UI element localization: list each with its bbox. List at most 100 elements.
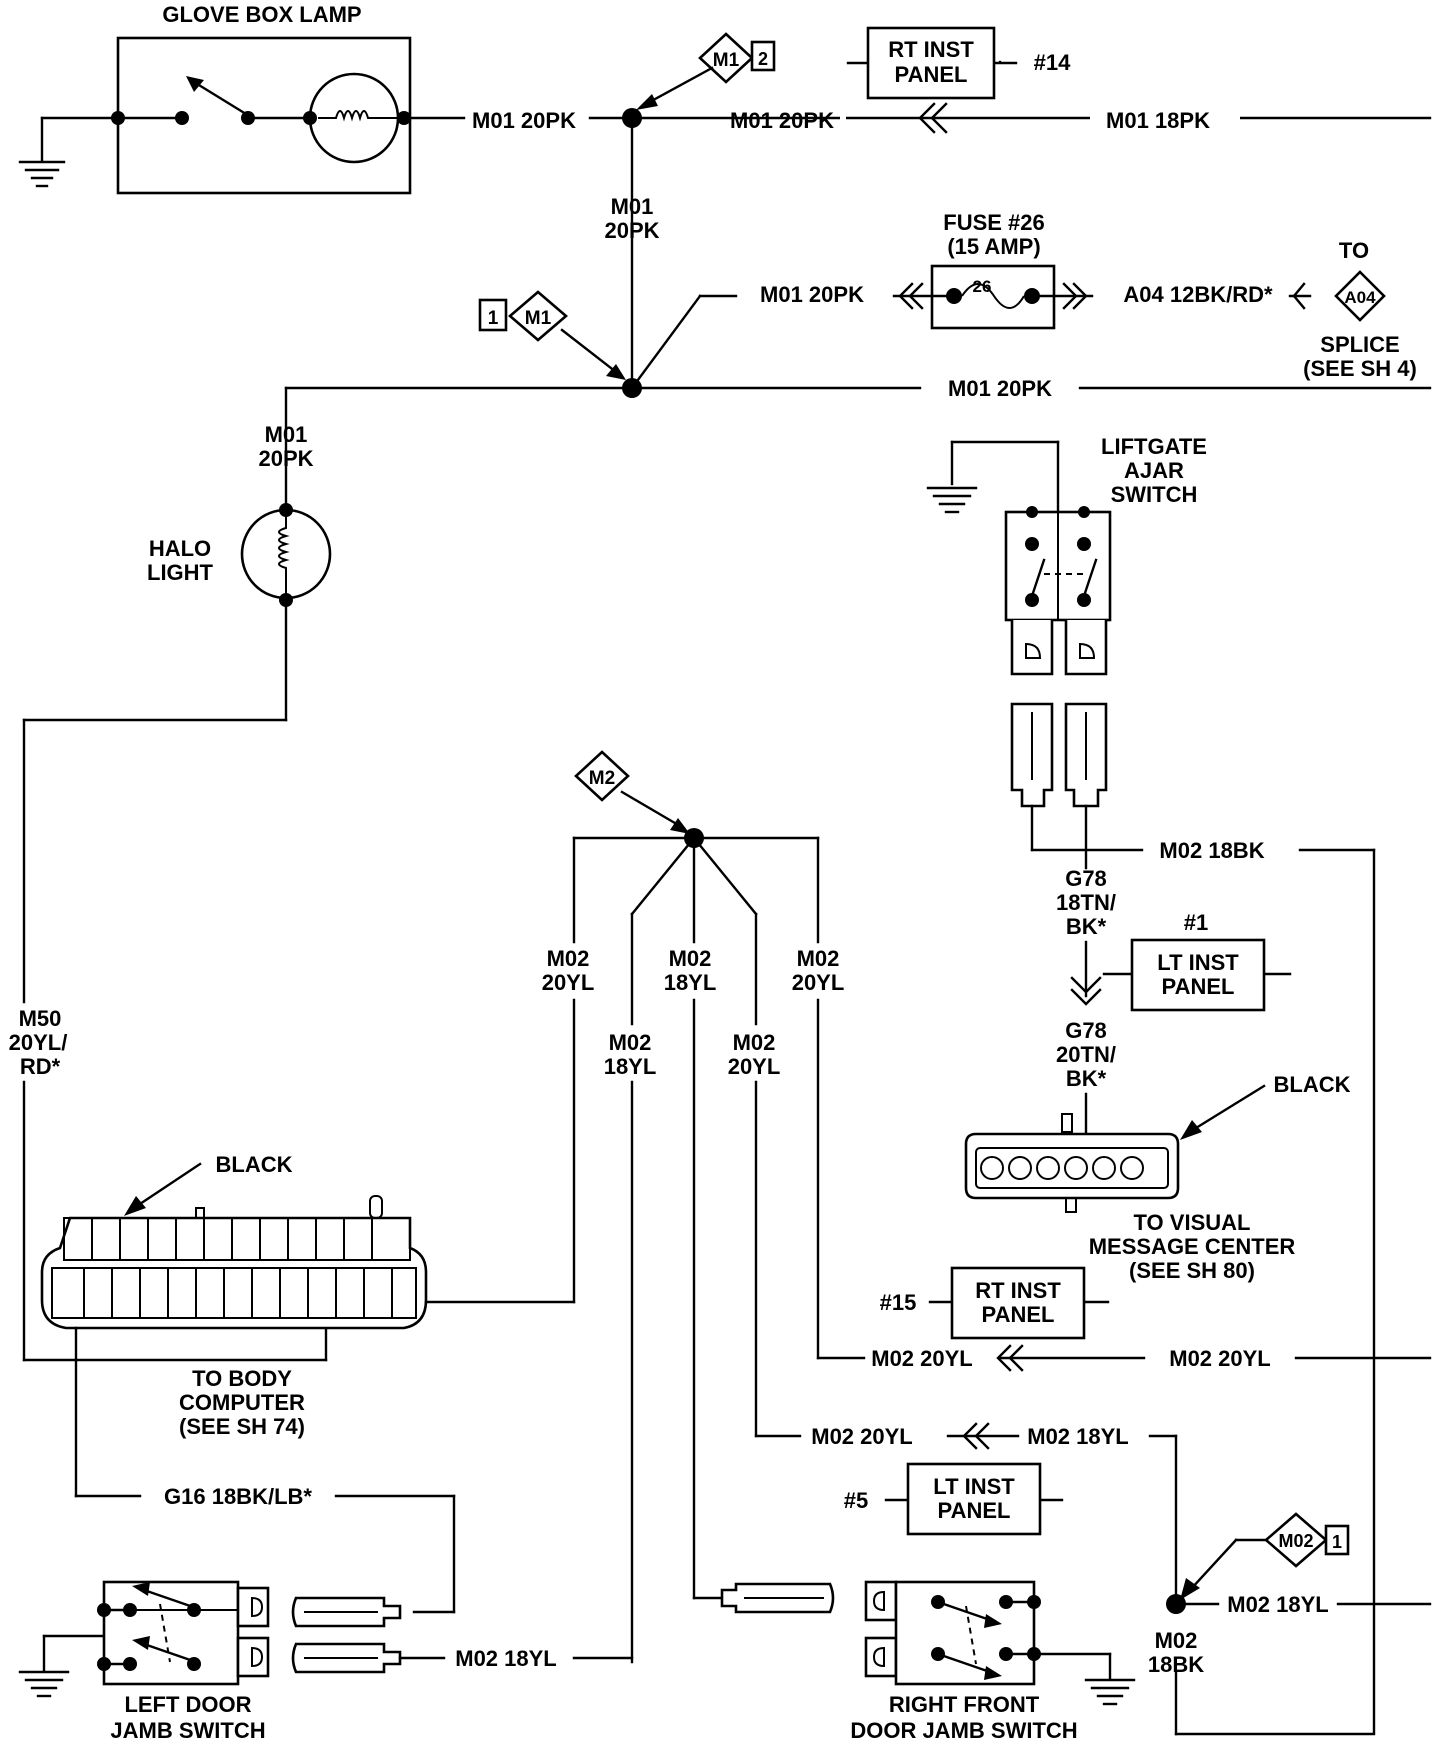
wire-label-m02-a-2: 20YL: [542, 970, 595, 995]
wire-label-rt15-right: M02 20YL: [1169, 1346, 1271, 1371]
wire-label-m02-b-2: 18YL: [664, 970, 717, 995]
halo-light: M01 20PK HALO LIGHT M50 20YL/ RD*: [9, 386, 332, 1362]
liftgate-label-3: SWITCH: [1111, 482, 1198, 507]
lt-inst-1-label-2: PANEL: [1162, 974, 1235, 999]
wire-label-fuse-in: M01 20PK: [760, 282, 864, 307]
top-bus: M01 20PK M01 18PK RT INST PANEL #14 M1 2…: [588, 26, 1432, 390]
rt-inst-panel-14-connector: [866, 26, 996, 100]
wire-label-g78-upper-3: BK*: [1066, 914, 1107, 939]
vmc-color: BLACK: [1274, 1072, 1351, 1097]
wire-label-m02-e-2: 20YL: [728, 1054, 781, 1079]
wire-label-m02-c-2: 20YL: [792, 970, 845, 995]
splice-a04-note-2: (SEE SH 4): [1303, 356, 1417, 381]
splice-a04-id: A04: [1344, 288, 1376, 307]
wire-label-m02-18bk-bottom-2: 18BK: [1148, 1652, 1204, 1677]
splice-m02-bottom-id: M02: [1278, 1531, 1313, 1551]
lt-inst-5-ref: #5: [844, 1488, 868, 1513]
left-door-label-2: JAMB SWITCH: [110, 1718, 265, 1743]
bottom-m02-splice: M02 18YL M02 18BK M02 1: [1148, 1512, 1432, 1736]
rt-inst-14-label-line2: PANEL: [895, 62, 968, 87]
splice-m2-mid-id: M2: [589, 768, 615, 789]
halo-light-label-1: HALO: [149, 536, 211, 561]
fuse-right-connector-icon: [1062, 282, 1088, 310]
body-computer-to-3: (SEE SH 74): [179, 1414, 305, 1439]
splice-m02-bottom-sheet: 1: [1332, 1532, 1342, 1552]
wire-label-bottom-right: M02 18YL: [1227, 1592, 1329, 1617]
rt-inst-14-ref: #14: [1034, 50, 1071, 75]
lt-inst-1-ref: #1: [1184, 910, 1208, 935]
body-computer-to-2: COMPUTER: [179, 1390, 305, 1415]
splice-m1-top-sheet: 2: [758, 49, 768, 69]
wire-label-rt15-left: M02 20YL: [871, 1346, 973, 1371]
switch-blade-icon: [192, 80, 248, 116]
fuse-section: FUSE #26 (15 AMP) 26 M01 20PK A04 12BK/R…: [630, 210, 1417, 390]
wire-label-top-right: M01 18PK: [1106, 108, 1210, 133]
wire-label-glove-out: M01 20PK: [472, 108, 576, 133]
splice-m1-top-id: M1: [713, 50, 740, 71]
splice-m1-mid-sheet: 1: [488, 308, 499, 329]
liftgate-ground-icon: [926, 486, 978, 514]
liftgate-ajar-switch: LIFTGATE AJAR SWITCH M02: [926, 434, 1376, 1734]
lt-inst-1-label-1: LT INST: [1157, 950, 1239, 975]
wire-label-m02-a-1: M02: [547, 946, 590, 971]
glove-box-lamp: GLOVE BOX LAMP M01 20PK: [18, 2, 576, 195]
visual-message-center-connector: BLACK TO VISUAL MESSAGE CENTER (SEE SH 8…: [964, 1072, 1351, 1283]
body-computer-color: BLACK: [216, 1152, 293, 1177]
wire-label-g78-lower-3: BK*: [1066, 1066, 1107, 1091]
left-door-ground-icon: [18, 1670, 70, 1698]
halo-light-label-2: LIGHT: [147, 560, 214, 585]
lt-inst-panel-5-connector: M02 20YL M02 18YL #5 LT INST PANEL: [754, 1422, 1178, 1600]
m2-splice-branches: M2 M02 20YL M02 18YL M02 20YL M02 18YL M…: [542, 750, 845, 1664]
wire-label-m02-e-1: M02: [733, 1030, 776, 1055]
wire-label-m50-1: M50: [19, 1006, 62, 1031]
rt-inst-15-ref: #15: [880, 1290, 917, 1315]
wire-label-m02-18bk-bottom-1: M02: [1155, 1628, 1198, 1653]
right-door-ground-icon: [1084, 1678, 1136, 1706]
wire-label-lt5-left: M02 20YL: [811, 1424, 913, 1449]
splice-a04-to: TO: [1339, 238, 1369, 263]
rt-inst-15-label-2: PANEL: [982, 1302, 1055, 1327]
rt-inst-panel-15-connector: #15 RT INST PANEL M02 20YL M02 20YL: [816, 1266, 1432, 1372]
lt-inst-5-label-2: PANEL: [938, 1498, 1011, 1523]
wire-label-bus-right: M01 20PK: [948, 376, 1052, 401]
splice-m1-mid: 1 M1: [478, 290, 626, 380]
vmc-to-2: MESSAGE CENTER: [1089, 1234, 1296, 1259]
wire-label-lt5-right: M02 18YL: [1027, 1424, 1129, 1449]
wire-label-m02-18bk-top: M02 18BK: [1159, 838, 1264, 863]
wire-label-m50-2: 20YL/: [9, 1030, 68, 1055]
wire-label-m50-3: RD*: [20, 1054, 61, 1079]
wire-label-vertical-m01-2: 20PK: [604, 218, 659, 243]
right-front-door-jamb-switch: RIGHT FRONT DOOR JAMB SWITCH: [692, 1580, 1136, 1743]
lt-inst-5-label-1: LT INST: [933, 1474, 1015, 1499]
lt-inst-panel-1-connector: #1 LT INST PANEL: [1102, 910, 1292, 1012]
wire-label-g78-upper-1: G78: [1065, 866, 1107, 891]
body-computer-to-1: TO BODY: [192, 1366, 292, 1391]
fuse-label-line2: (15 AMP): [947, 234, 1040, 259]
wire-label-m02-c-1: M02: [797, 946, 840, 971]
wire-label-m02-d-2: 18YL: [604, 1054, 657, 1079]
wire-label-ldoor-m02: M02 18YL: [455, 1646, 557, 1671]
liftgate-label-2: AJAR: [1124, 458, 1184, 483]
rt-inst-15-label-1: RT INST: [975, 1278, 1061, 1303]
splice-m2-mid: M2: [574, 750, 690, 834]
wire-label-g78-upper-2: 18TN/: [1056, 890, 1116, 915]
left-door-label-1: LEFT DOOR: [124, 1692, 251, 1717]
mid-bus: M01 20PK 1 M1: [284, 290, 1432, 401]
fuse-element-icon: [961, 283, 1025, 309]
wire-label-g16: G16 18BK/LB*: [164, 1484, 312, 1509]
splice-m1-top: M1 2: [636, 32, 776, 110]
inline-connector-icon: [918, 102, 948, 134]
g78-inline-connector-icon: [1070, 976, 1102, 1006]
body-computer-connector: BLACK TO BODY COMPUTER (SEE SH 74): [40, 1152, 576, 1614]
wire-label-m02-b-1: M02: [669, 946, 712, 971]
glove-box-lamp-label: GLOVE BOX LAMP: [162, 2, 361, 27]
wire-label-g78-lower-1: G78: [1065, 1018, 1107, 1043]
wire-label-halo-in-1: M01: [265, 422, 308, 447]
wire-label-halo-in-2: 20PK: [258, 446, 313, 471]
vmc-to-1: TO VISUAL: [1134, 1210, 1251, 1235]
left-door-jamb-switch: M02 18YL LEFT DOOR JAMB SWITCH: [18, 1580, 634, 1743]
rt-inst-14-label-line1: RT INST: [888, 37, 974, 62]
fuse-label-line1: FUSE #26: [943, 210, 1045, 235]
right-door-label-1: RIGHT FRONT: [889, 1692, 1040, 1717]
